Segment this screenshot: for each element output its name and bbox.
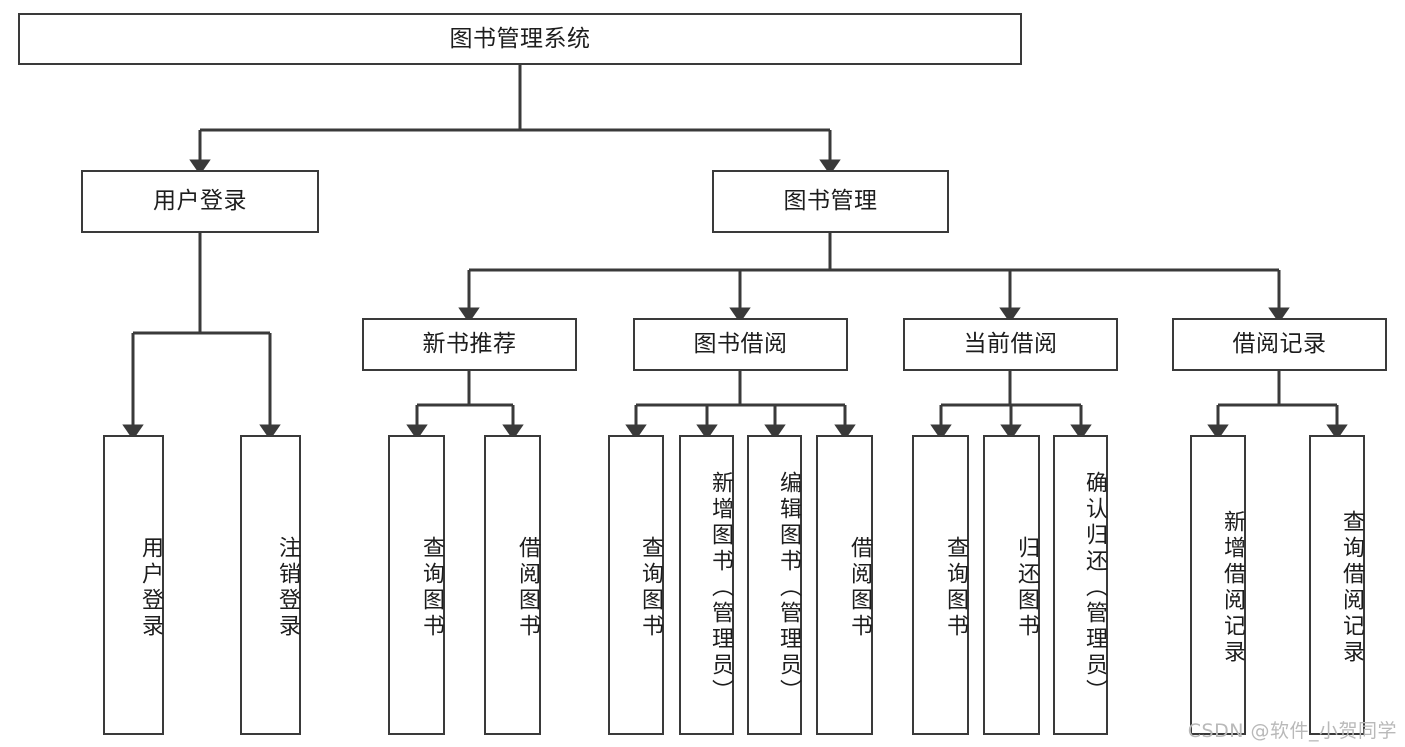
node-user-login-label: 用户登录 bbox=[153, 188, 247, 215]
node-leaf-user-login[interactable]: 用户登录 bbox=[103, 435, 164, 735]
node-leaf-return-book-label: 归还图书 bbox=[1014, 536, 1039, 640]
node-leaf-query-record-label: 查询借阅记录 bbox=[1339, 510, 1364, 666]
node-book-borrow-label: 图书借阅 bbox=[693, 331, 788, 358]
node-leaf-add-book-label: 新增图书（管理员） bbox=[708, 471, 733, 705]
node-leaf-borrow-book-rec-label: 借阅图书 bbox=[515, 536, 540, 640]
node-leaf-edit-book[interactable]: 编辑图书（管理员） bbox=[747, 435, 802, 735]
node-leaf-return-book[interactable]: 归还图书 bbox=[983, 435, 1040, 735]
node-borrow-record-label: 借阅记录 bbox=[1232, 331, 1327, 358]
node-leaf-query-book-rec-label: 查询图书 bbox=[419, 536, 444, 640]
node-new-book-recommend-label: 新书推荐 bbox=[422, 331, 517, 358]
node-leaf-edit-book-label: 编辑图书（管理员） bbox=[776, 471, 801, 705]
node-root[interactable]: 图书管理系统 bbox=[18, 13, 1022, 65]
node-leaf-user-login-label: 用户登录 bbox=[138, 536, 163, 640]
node-leaf-query-book-cur[interactable]: 查询图书 bbox=[912, 435, 969, 735]
node-leaf-logout-label: 注销登录 bbox=[275, 536, 300, 640]
node-root-label: 图书管理系统 bbox=[449, 25, 591, 52]
node-book-manage-label: 图书管理 bbox=[783, 188, 878, 215]
node-leaf-query-record[interactable]: 查询借阅记录 bbox=[1309, 435, 1365, 735]
node-leaf-query-book-rec[interactable]: 查询图书 bbox=[388, 435, 445, 735]
node-current-borrow[interactable]: 当前借阅 bbox=[903, 318, 1118, 371]
node-current-borrow-label: 当前借阅 bbox=[963, 331, 1058, 358]
node-leaf-query-book-cur-label: 查询图书 bbox=[943, 536, 968, 640]
csdn-watermark: CSDN @软件_小贺同学 bbox=[1187, 720, 1397, 742]
node-user-login[interactable]: 用户登录 bbox=[81, 170, 319, 233]
node-leaf-add-book[interactable]: 新增图书（管理员） bbox=[679, 435, 734, 735]
node-new-book-recommend[interactable]: 新书推荐 bbox=[362, 318, 577, 371]
node-book-borrow[interactable]: 图书借阅 bbox=[633, 318, 848, 371]
node-leaf-confirm-return[interactable]: 确认归还（管理员） bbox=[1053, 435, 1108, 735]
node-book-manage[interactable]: 图书管理 bbox=[712, 170, 949, 233]
node-leaf-query-book-borrow[interactable]: 查询图书 bbox=[608, 435, 664, 735]
node-leaf-borrow-book[interactable]: 借阅图书 bbox=[816, 435, 873, 735]
node-leaf-borrow-book-rec[interactable]: 借阅图书 bbox=[484, 435, 541, 735]
node-leaf-confirm-return-label: 确认归还（管理员） bbox=[1082, 471, 1107, 705]
node-leaf-query-book-borrow-label: 查询图书 bbox=[638, 536, 663, 640]
node-leaf-add-record-label: 新增借阅记录 bbox=[1220, 510, 1245, 666]
node-borrow-record[interactable]: 借阅记录 bbox=[1172, 318, 1387, 371]
node-leaf-borrow-book-label: 借阅图书 bbox=[847, 536, 872, 640]
node-leaf-add-record[interactable]: 新增借阅记录 bbox=[1190, 435, 1246, 735]
node-leaf-logout[interactable]: 注销登录 bbox=[240, 435, 301, 735]
